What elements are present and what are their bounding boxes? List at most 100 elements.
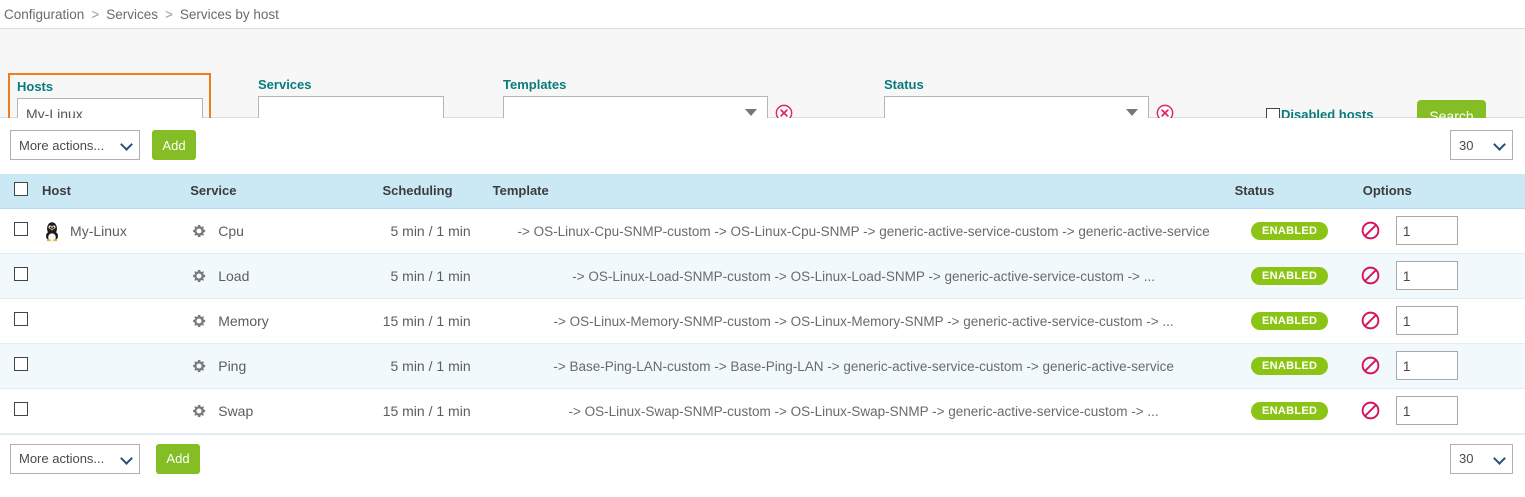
scheduling-value: 5 min / 1 min [390, 267, 471, 284]
breadcrumb-separator: > [164, 6, 173, 22]
service-cell: Cpu [190, 208, 373, 254]
column-header-status[interactable]: Status [1234, 174, 1345, 209]
status-filter-label: Status [884, 77, 924, 92]
template-cell: -> Base-Ping-LAN-custom -> Base-Ping-LAN… [492, 343, 1235, 389]
row-checkbox[interactable] [14, 402, 28, 416]
status-cell: ENABLED [1234, 208, 1345, 254]
deny-icon[interactable] [1361, 356, 1380, 375]
template-cell: -> OS-Linux-Memory-SNMP-custom -> OS-Lin… [492, 298, 1235, 344]
service-name[interactable]: Load [218, 267, 250, 284]
row-checkbox[interactable] [14, 222, 28, 236]
chevron-down-icon [1493, 451, 1506, 465]
template-chain[interactable]: -> OS-Linux-Memory-SNMP-custom -> OS-Lin… [553, 313, 1174, 329]
templates-filter-label: Templates [503, 77, 567, 92]
deny-icon[interactable] [1361, 221, 1380, 240]
scheduling-cell: 15 min / 1 min [372, 388, 493, 434]
column-header-service[interactable]: Service [190, 174, 373, 209]
page-size-value: 30 [1459, 137, 1474, 153]
breadcrumb-item-configuration[interactable]: Configuration [4, 6, 85, 22]
add-button-bottom[interactable]: Add [156, 443, 200, 474]
quantity-input[interactable] [1395, 396, 1458, 425]
row-checkbox[interactable] [14, 357, 28, 371]
breadcrumb: Configuration > Services > Services by h… [0, 0, 1525, 28]
options-cell [1344, 343, 1525, 389]
more-actions-dropdown-top[interactable]: More actions... [10, 130, 140, 160]
service-cell: Ping [190, 343, 373, 389]
service-cell: Memory [190, 298, 373, 344]
service-name[interactable]: Memory [218, 312, 269, 329]
service-name[interactable]: Cpu [218, 222, 244, 239]
table-header-row: Host Service Scheduling Template Status … [0, 174, 1525, 209]
row-checkbox[interactable] [14, 267, 28, 281]
column-header-host[interactable]: Host [42, 174, 191, 209]
gear-icon [193, 269, 206, 282]
scheduling-cell: 5 min / 1 min [372, 208, 493, 254]
page-size-dropdown-bottom[interactable]: 30 [1450, 443, 1513, 474]
add-button-top[interactable]: Add [152, 130, 196, 160]
status-cell: ENABLED [1234, 298, 1345, 344]
scheduling-value: 5 min / 1 min [390, 357, 471, 374]
template-chain[interactable]: -> OS-Linux-Load-SNMP-custom -> OS-Linux… [572, 268, 1155, 284]
options-cell [1344, 253, 1525, 299]
scheduling-cell: 15 min / 1 min [372, 298, 493, 344]
deny-icon[interactable] [1361, 401, 1380, 420]
service-name[interactable]: Ping [218, 357, 247, 374]
row-select-cell [0, 208, 43, 254]
host-cell [42, 298, 191, 344]
column-header-scheduling[interactable]: Scheduling [372, 174, 493, 209]
clear-circle-icon[interactable] [1156, 104, 1174, 122]
template-chain[interactable]: -> Base-Ping-LAN-custom -> Base-Ping-LAN… [553, 358, 1174, 374]
select-all-header [0, 174, 43, 209]
table-row: Load 5 min / 1 min -> OS-Linux-Load-SNMP… [0, 253, 1525, 299]
page-size-dropdown-top[interactable]: 30 [1450, 130, 1513, 160]
column-header-options[interactable]: Options [1344, 174, 1525, 209]
host-cell: My-Linux [42, 208, 191, 254]
gear-icon [193, 224, 206, 237]
host-name[interactable]: My-Linux [70, 222, 127, 239]
scheduling-value: 15 min / 1 min [382, 312, 471, 329]
row-select-cell [0, 253, 43, 299]
row-select-cell [0, 343, 43, 389]
template-chain[interactable]: -> OS-Linux-Swap-SNMP-custom -> OS-Linux… [568, 403, 1159, 419]
services-filter-label: Services [258, 77, 312, 92]
host-cell [42, 253, 191, 299]
page-size-value: 30 [1459, 451, 1474, 466]
template-chain[interactable]: -> OS-Linux-Cpu-SNMP-custom -> OS-Linux-… [517, 223, 1210, 239]
table-row: Memory 15 min / 1 min -> OS-Linux-Memory… [0, 298, 1525, 344]
select-all-checkbox[interactable] [14, 182, 28, 197]
row-select-cell [0, 298, 43, 344]
deny-icon[interactable] [1361, 266, 1380, 285]
breadcrumb-item-services[interactable]: Services [106, 6, 158, 22]
scheduling-cell: 5 min / 1 min [372, 253, 493, 299]
services-table-body: My-Linux Cpu 5 min / 1 min [0, 208, 1525, 434]
chevron-down-icon [745, 109, 757, 116]
status-badge: ENABLED [1251, 222, 1329, 240]
quantity-input[interactable] [1395, 216, 1458, 245]
quantity-input[interactable] [1395, 261, 1458, 290]
service-name[interactable]: Swap [218, 402, 254, 419]
status-cell: ENABLED [1234, 253, 1345, 299]
services-table: Host Service Scheduling Template Status … [0, 174, 1525, 434]
hosts-filter-label: Hosts [17, 79, 54, 94]
breadcrumb-item-services-by-host[interactable]: Services by host [179, 6, 279, 22]
table-row: My-Linux Cpu 5 min / 1 min [0, 208, 1525, 254]
linux-tux-icon [46, 221, 59, 241]
breadcrumb-separator: > [91, 6, 100, 22]
table-row: Ping 5 min / 1 min -> Base-Ping-LAN-cust… [0, 343, 1525, 389]
chevron-down-icon [1126, 109, 1138, 116]
row-select-cell [0, 388, 43, 434]
status-badge: ENABLED [1251, 402, 1329, 420]
gear-icon [193, 314, 206, 327]
more-actions-dropdown-bottom[interactable]: More actions... [10, 443, 140, 474]
deny-icon[interactable] [1361, 311, 1380, 330]
more-actions-label: More actions... [19, 137, 105, 153]
row-checkbox[interactable] [14, 312, 28, 326]
status-badge: ENABLED [1251, 267, 1329, 285]
quantity-input[interactable] [1395, 351, 1458, 380]
quantity-input[interactable] [1395, 306, 1458, 335]
filter-bar: Hosts Services Templates Status [0, 28, 1525, 146]
status-badge: ENABLED [1251, 357, 1329, 375]
options-cell [1344, 298, 1525, 344]
column-header-template[interactable]: Template [492, 174, 1235, 209]
